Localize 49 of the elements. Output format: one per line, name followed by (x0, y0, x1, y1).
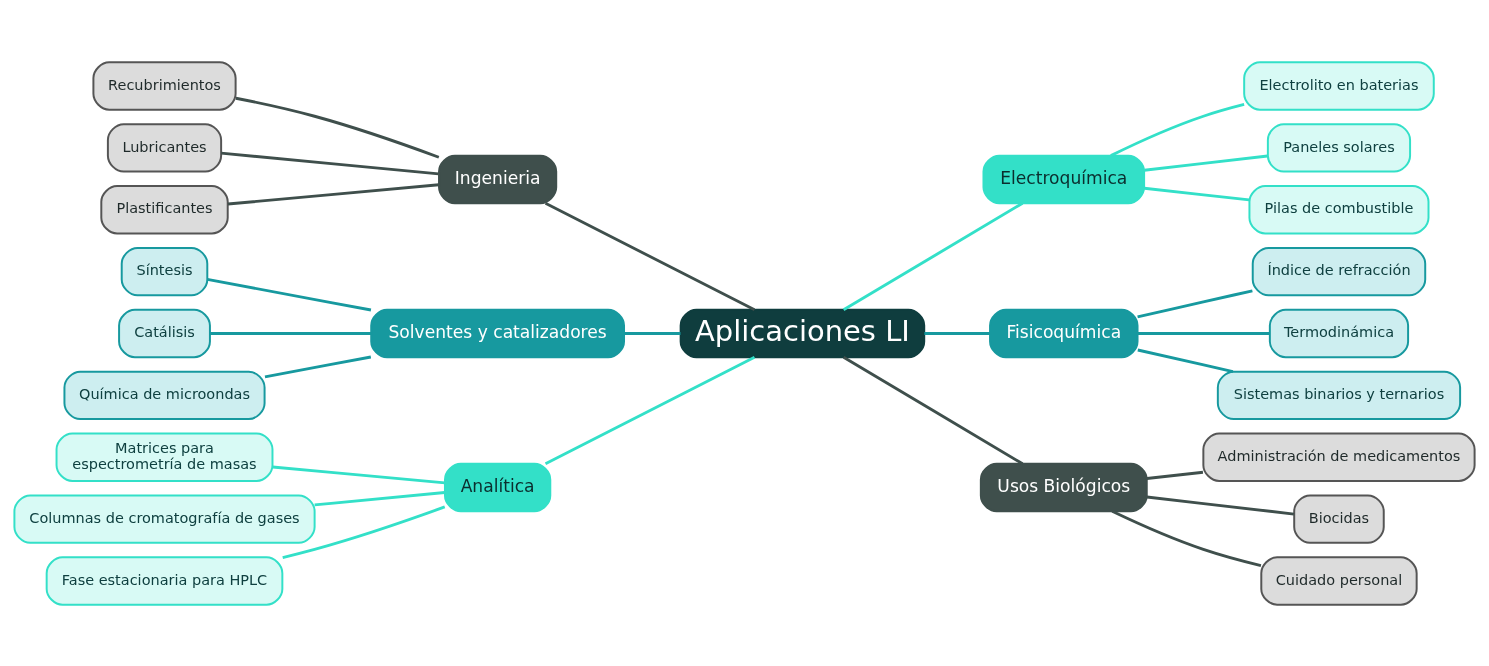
connector (235, 96, 440, 159)
connector (842, 201, 1024, 311)
connector (221, 151, 439, 175)
node-box: Electrolito en baterias (1243, 60, 1435, 111)
node-box: Aplicaciones LI (679, 308, 926, 358)
node-box: Administración de medicamentos (1202, 432, 1476, 482)
connector (1137, 331, 1270, 335)
connector (210, 331, 372, 335)
connector (272, 465, 445, 484)
node-box: Paneles solares (1266, 122, 1412, 173)
connector (1146, 495, 1295, 516)
node-box: Biocidas (1293, 493, 1385, 544)
node-box: Índice de refracción (1251, 246, 1427, 296)
node-box: Fase estacionaria para HPLC (45, 555, 284, 606)
node-box: Lubricantes (106, 122, 223, 173)
connector (1137, 288, 1253, 318)
node-box: Síntesis (120, 246, 209, 296)
node-box: Electroquímica (982, 154, 1146, 204)
connector (282, 505, 446, 559)
connector (1137, 348, 1234, 373)
connector (1144, 186, 1250, 201)
node-box: Recubrimientos (92, 60, 237, 111)
connector (1110, 102, 1245, 157)
connector (1146, 470, 1204, 480)
connector (1111, 509, 1262, 567)
node-box: Química de microondas (63, 370, 266, 420)
node-box: Cuidado personal (1260, 555, 1418, 606)
connector (842, 355, 1024, 465)
connector (544, 355, 756, 465)
node-box: Catálisis (118, 308, 211, 358)
node-box: Plastificantes (100, 184, 229, 234)
node-box: Solventes y catalizadores (370, 308, 625, 358)
connector (314, 490, 445, 506)
node-box: Sistemas binarios y ternarios (1216, 370, 1462, 420)
node-box: Columnas de cromatografía de gases (13, 493, 316, 544)
node-box: Termodinámica (1268, 308, 1410, 358)
connector (624, 331, 681, 335)
node-box: Pilas de combustible (1248, 184, 1430, 234)
node-box: Usos Biológicos (979, 462, 1148, 512)
node-box: Fisicoquímica (989, 308, 1139, 358)
node-box: Matrices para espectrometría de masas (55, 432, 274, 482)
connector (264, 355, 372, 378)
connector (544, 201, 756, 311)
node-box: Ingenieria (438, 154, 558, 204)
connector (227, 182, 439, 205)
node-box: Analítica (443, 462, 552, 512)
connector (924, 331, 990, 335)
connector (1144, 154, 1268, 172)
connector (207, 277, 372, 311)
